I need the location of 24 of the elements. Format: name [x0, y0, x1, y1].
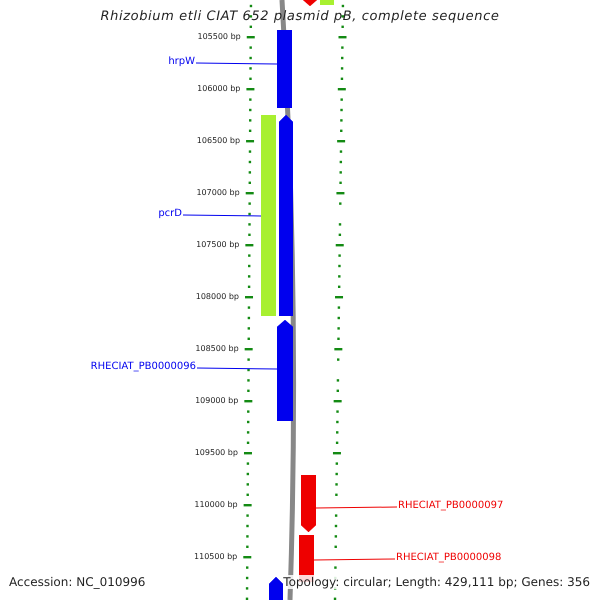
- leader-line: [196, 368, 278, 370]
- tick-label: 105500 bp: [196, 32, 241, 41]
- tick-label: 108500 bp: [194, 344, 239, 353]
- leader-line: [196, 62, 278, 64]
- gene-label: RHECIAT_PB0000096: [90, 361, 196, 372]
- tick-label: 108000 bp: [194, 292, 239, 301]
- leader-line: [182, 214, 262, 216]
- tick-label: 107000 bp: [195, 188, 240, 197]
- title: Rhizobium etli CIAT 652 plasmid pB, complete sequence: [100, 9, 500, 24]
- leader-line: [314, 558, 396, 560]
- tick-label: 107500 bp: [195, 240, 240, 249]
- tick-label: 109000 bp: [194, 396, 238, 405]
- tick-label: 110500 bp: [193, 552, 238, 561]
- gene-label: RHECIAT_PB0000098: [396, 552, 502, 563]
- gene-label: hrpW: [168, 56, 195, 67]
- tick-label: 110000 bp: [193, 500, 238, 509]
- gene-label: pcrD: [158, 208, 182, 219]
- leader-line: [316, 506, 398, 508]
- tick-label: 106500 bp: [196, 136, 240, 145]
- tick-label: 109500 bp: [194, 448, 238, 457]
- gene-label: RHECIAT_PB0000097: [398, 500, 504, 511]
- sequence-info-text: Topology: circular; Length: 429,111 bp; Genes: 356: [283, 575, 590, 589]
- accession-text: Accession: NC_010996: [9, 575, 146, 589]
- tick-label: 106000 bp: [196, 84, 240, 93]
